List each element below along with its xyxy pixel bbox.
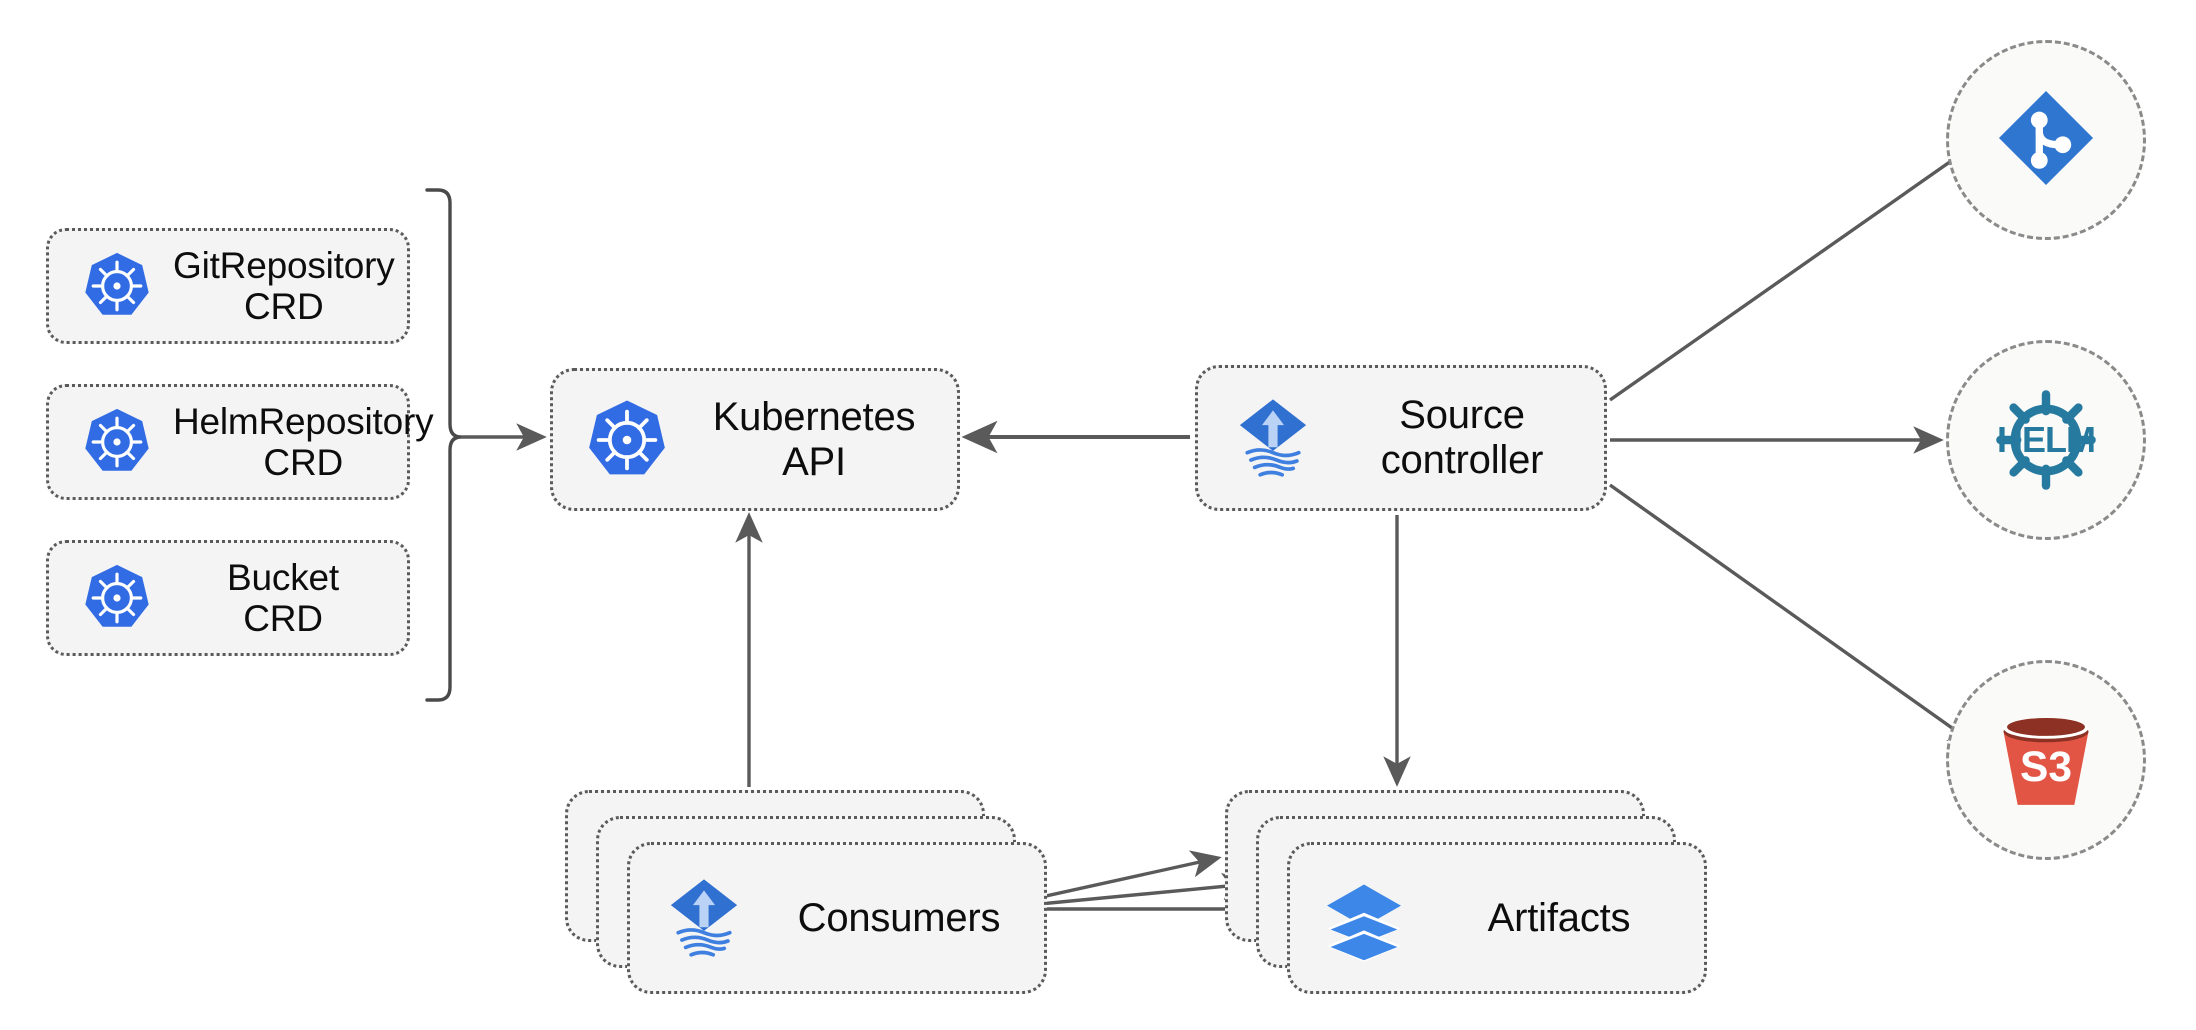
crd-label: GitRepository CRD — [173, 244, 395, 327]
source-circle-helm[interactable]: HELM — [1946, 340, 2146, 540]
kubernetes-icon — [61, 250, 173, 322]
crd-box-gitrepository[interactable]: GitRepository CRD — [46, 228, 410, 344]
node-kubernetes-api[interactable]: Kubernetes API — [550, 368, 960, 511]
edge-source-controller-to-s3 — [1609, 483, 1980, 748]
svg-text:S3: S3 — [2020, 744, 2072, 791]
kubernetes-icon — [61, 406, 173, 478]
source-circle-s3[interactable]: S3 S3 — [1946, 660, 2146, 860]
node-label: Artifacts — [1487, 895, 1631, 940]
node-source-controller[interactable]: Source controller — [1195, 365, 1607, 511]
kubernetes-icon — [563, 397, 691, 483]
node-consumers[interactable]: Consumers — [627, 842, 1047, 994]
crd-label: HelmRepository CRD — [173, 400, 434, 483]
node-label: Kubernetes API — [712, 394, 916, 484]
flux-icon — [638, 872, 770, 964]
crd-box-bucket[interactable]: Bucket CRD — [46, 540, 410, 656]
edge-source-controller-to-git — [1609, 135, 1988, 402]
helm-wordmark: HELM — [1997, 419, 2096, 460]
node-label: Source controller — [1380, 393, 1544, 482]
source-circle-git[interactable]: Git — [1946, 40, 2146, 240]
kubernetes-icon — [61, 562, 173, 634]
node-label: Consumers — [797, 895, 1001, 940]
git-icon — [1990, 82, 2102, 199]
flux-icon — [1208, 392, 1338, 484]
crd-box-helmrepository[interactable]: HelmRepository CRD — [46, 384, 434, 500]
crd-label: Bucket CRD — [227, 556, 339, 639]
layers-icon — [1298, 874, 1430, 962]
node-artifacts[interactable]: Artifacts — [1287, 842, 1707, 994]
s3-bucket-icon: S3 — [1987, 701, 2105, 819]
helm-icon: HELM — [1986, 380, 2106, 500]
